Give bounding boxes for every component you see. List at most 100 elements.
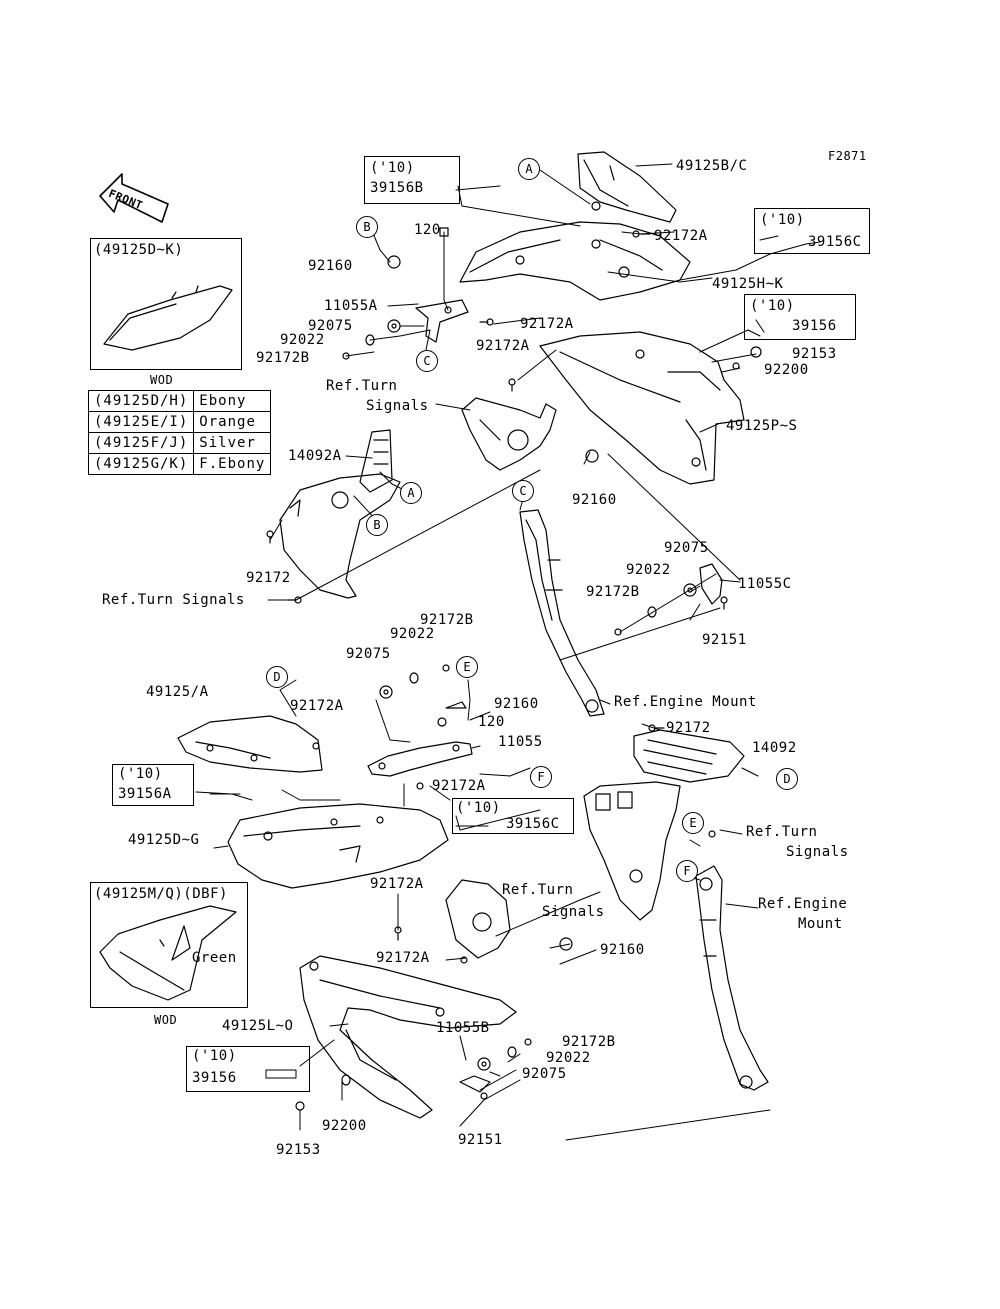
- part-label: 120: [414, 222, 441, 238]
- part-label: 92075: [522, 1066, 567, 1082]
- part-label: 49125H~K: [712, 276, 784, 292]
- part-label: 49125L~O: [222, 1018, 294, 1034]
- decal-strips: [209, 185, 779, 1079]
- part-label: 11055A: [324, 298, 378, 314]
- year-label: ('10): [750, 298, 795, 314]
- year-label: ('10): [456, 800, 501, 816]
- part-label: 11055C: [738, 576, 792, 592]
- callout-box-39156A: [112, 764, 194, 806]
- green-label: Green: [192, 950, 237, 966]
- ref-circle-B: B: [356, 216, 378, 238]
- part-label: 11055B: [436, 1020, 490, 1036]
- bracket-11055: [367, 741, 473, 777]
- part-label: 39156C: [506, 816, 560, 832]
- part-label: 92172A: [370, 876, 424, 892]
- figure-code: F2871: [828, 149, 867, 163]
- ref-circle-D: D: [266, 666, 288, 688]
- color-part: (49125D/H): [87, 390, 195, 412]
- part-label: 92022: [546, 1050, 591, 1066]
- part-label: 39156: [192, 1070, 237, 1086]
- part-label: 92172: [666, 720, 711, 736]
- grill-14092: [633, 729, 745, 783]
- part-label: 92172A: [520, 316, 574, 332]
- part-label: 92153: [276, 1142, 321, 1158]
- inset-top-title: (49125D~K): [94, 242, 184, 258]
- leader-lines: [195, 163, 821, 1141]
- year-label: ('10): [370, 160, 415, 176]
- side-cover-49125A: [177, 715, 323, 773]
- part-label: 92160: [600, 942, 645, 958]
- main-side-panel-part: [227, 803, 449, 889]
- color-part: (49125E/I): [87, 411, 195, 433]
- callout-box-39156: [744, 294, 856, 340]
- color-part: (49125G/K): [87, 453, 195, 475]
- part-label: 92022: [626, 562, 671, 578]
- lower-left-panel-part: [299, 955, 517, 1119]
- ref-circle-A: A: [518, 158, 540, 180]
- part-label: 92160: [308, 258, 353, 274]
- part-label: Ref.Turn: [746, 824, 818, 840]
- part-label: 39156A: [118, 786, 172, 802]
- year-label: ('10): [192, 1048, 237, 1064]
- bracket-11055A: [415, 299, 469, 343]
- inset-bottom-title: (49125M/Q)(DBF): [94, 886, 228, 902]
- part-label: Ref.Engine Mount: [614, 694, 757, 710]
- year-label: ('10): [118, 766, 163, 782]
- part-label: Signals: [542, 904, 605, 920]
- right-side-panel-part: [539, 331, 745, 485]
- part-label: 39156C: [808, 234, 862, 250]
- part-label: Ref.Turn Signals: [102, 592, 245, 608]
- part-label: 14092: [752, 740, 797, 756]
- left-inner-panel-part: [279, 429, 401, 599]
- ref-circle-A: A: [400, 482, 422, 504]
- hardware-fasteners: [266, 201, 762, 1111]
- color-name: F.Ebony: [193, 453, 272, 475]
- part-label: 92075: [664, 540, 709, 556]
- callout-box-39156B: [364, 156, 460, 204]
- color-name: Silver: [193, 432, 272, 454]
- turn-signal-lower: [445, 879, 511, 959]
- color-part: (49125F/J): [87, 432, 195, 454]
- part-label: Signals: [366, 398, 429, 414]
- part-label: Ref.Engine: [758, 896, 848, 912]
- part-label: 92151: [458, 1132, 503, 1148]
- part-label: 92172A: [476, 338, 530, 354]
- part-label: 92172A: [654, 228, 708, 244]
- lower-stay-bracket: [695, 865, 769, 1091]
- part-label: Ref.Turn: [502, 882, 574, 898]
- part-label: 49125/A: [146, 684, 209, 700]
- part-label: 92022: [390, 626, 435, 642]
- inset-box-top: [90, 238, 242, 370]
- bracket-11055C: [699, 563, 723, 605]
- upper-cowl-part: [577, 151, 677, 223]
- part-label: 39156B: [370, 180, 424, 196]
- ref-circle-B: B: [366, 514, 388, 536]
- part-label: 49125P~S: [726, 418, 798, 434]
- part-label: 14092A: [288, 448, 342, 464]
- part-label: 92075: [346, 646, 391, 662]
- ref-circle-D: D: [776, 768, 798, 790]
- part-label: 92172B: [256, 350, 310, 366]
- part-label: 92200: [764, 362, 809, 378]
- part-label: 49125D~G: [128, 832, 200, 848]
- part-label: Ref.Turn: [326, 378, 398, 394]
- part-label: 92172B: [420, 612, 474, 628]
- color-row: (49125F/J)Silver: [87, 432, 272, 454]
- inset-fairing-top: [103, 285, 233, 351]
- callout-box-39156-2: [186, 1046, 310, 1092]
- color-row: (49125G/K)F.Ebony: [87, 453, 272, 475]
- wod-label-bottom: WOD: [154, 1013, 178, 1027]
- part-label: 39156: [792, 318, 837, 334]
- ref-circle-E: E: [456, 656, 478, 678]
- center-cowl-part: [459, 221, 691, 301]
- part-label: 11055: [498, 734, 543, 750]
- ref-circle-C: C: [416, 350, 438, 372]
- year-label: ('10): [760, 212, 805, 228]
- color-name: Orange: [193, 411, 272, 433]
- part-label: 92172B: [586, 584, 640, 600]
- color-row: (49125D/H)Ebony: [87, 390, 272, 412]
- turn-signal-upper: [461, 397, 557, 471]
- callout-box-39156C-2: [452, 798, 574, 834]
